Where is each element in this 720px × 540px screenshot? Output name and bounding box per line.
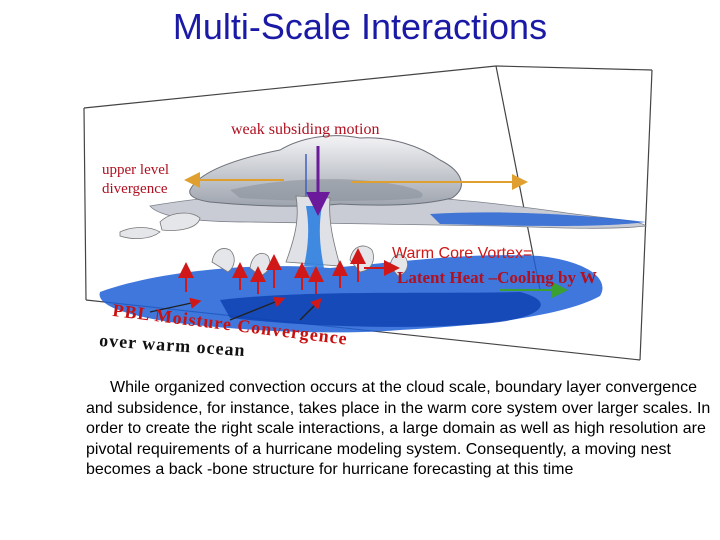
updraft-arrows [178,248,400,294]
label-weak-subsiding-motion: weak subsiding motion [231,121,380,138]
outflow-blue-edge [430,212,646,226]
description-paragraph: While organized convection occurs at the… [86,379,711,478]
label-upper-level-line2: divergence [102,181,168,197]
hurricane-diagram [80,62,656,378]
anvil-shadow [230,179,423,201]
label-warm-core-vortex: Warm Core Vortex= [392,245,533,262]
ocean-lower-band [220,292,541,327]
page-title: Multi-Scale Interactions [172,6,548,47]
label-upper-level-line1: upper level [102,162,170,178]
inflow-arrows [149,296,322,321]
label-upper-level-divergence: upper level divergence [102,161,169,199]
label-latent-heat: Latent Heat –Cooling by W [397,268,597,287]
eye-core [304,206,324,268]
